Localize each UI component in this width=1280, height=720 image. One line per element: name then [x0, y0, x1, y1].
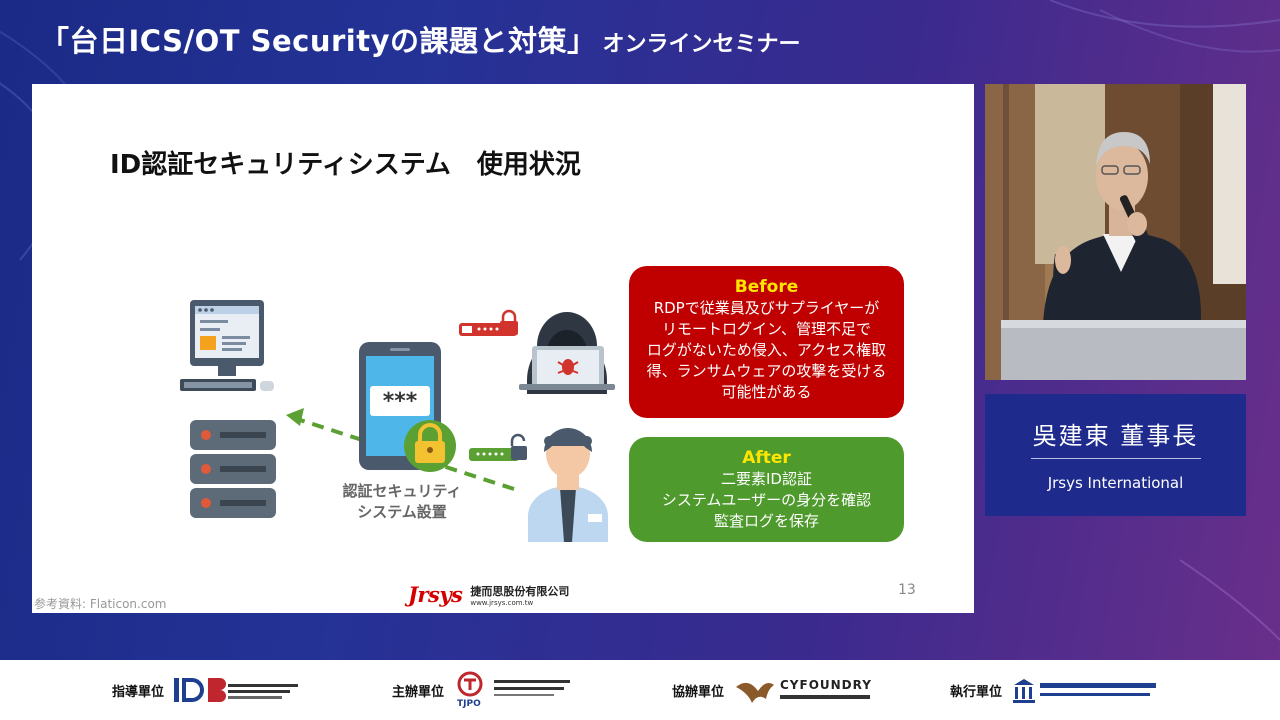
hacker-icon: [519, 312, 615, 394]
smartphone-icon: [359, 342, 441, 470]
desktop-computer-icon: [180, 300, 274, 391]
after-line: システムユーザーの身分を確認: [661, 491, 872, 509]
seminar-title-sub: オンラインセミナー: [602, 32, 801, 57]
jrsys-brand: Jrsys: [408, 582, 463, 607]
slide-illustration: ***: [180, 300, 615, 542]
speaker-name-card: 吳建東 董事長 Jrsys International: [985, 394, 1246, 516]
presentation-slide: ID認証セキュリティシステム 使用状況: [32, 84, 974, 613]
employee-icon: [528, 428, 608, 542]
sponsor-footer: 指導單位 主辦單位 TJPO 協辦單位 CYFOUNDRY: [0, 660, 1280, 720]
after-line: 二要素ID認証: [721, 470, 812, 488]
sponsor-label: 指導單位: [112, 684, 165, 700]
page-number: 13: [898, 582, 916, 598]
lock-icon: [404, 420, 456, 472]
before-line: ログがないため侵入、アクセス権取: [646, 341, 887, 359]
auth-install-label: 認証セキュリティ システム設置: [342, 482, 462, 521]
sponsor-label: 執行單位: [950, 684, 1003, 700]
speaker-name: 吳建東 董事長: [1032, 422, 1199, 450]
before-box: Before RDPで従業員及びサプライヤーが リモートログイン、管理不足で ロ…: [629, 266, 904, 418]
idb-logo: [174, 678, 299, 702]
before-line: 可能性がある: [721, 383, 812, 401]
speaker-video: [985, 84, 1246, 380]
company-name: 捷而思股份有限公司: [470, 584, 570, 598]
speaker-organization: Jrsys International: [1047, 474, 1184, 492]
before-heading: Before: [734, 277, 799, 297]
seminar-title: 「台日ICS/OT Securityの課題と対策」 オンラインセミナー: [40, 18, 801, 64]
sponsor-executor: 執行單位: [950, 660, 1162, 720]
before-line: リモートログイン、管理不足で: [661, 320, 872, 338]
reference-note: 参考資料: Flaticon.com: [34, 597, 167, 611]
sponsor-label: 主辦單位: [392, 684, 445, 700]
sponsor-co-organizer: 協辦單位 CYFOUNDRY: [672, 660, 878, 720]
slide-title: ID認証セキュリティシステム 使用状況: [110, 150, 581, 180]
company-url: www.jrsys.com.tw: [470, 598, 534, 607]
seminar-title-main: 「台日ICS/OT Securityの課題と対策」: [40, 24, 597, 58]
cyfoundry-logo: CYFOUNDRY: [736, 678, 872, 703]
before-line: 得、ランサムウェアの攻撃を受ける: [646, 362, 887, 380]
sponsor-guidance: 指導單位: [112, 660, 302, 720]
after-line: 監査ログを保存: [713, 512, 819, 530]
svg-text:TJPO: TJPO: [457, 699, 481, 709]
before-line: RDPで従業員及びサプライヤーが: [653, 299, 880, 317]
server-icon: [190, 420, 276, 518]
sponsor-label: 協辦單位: [672, 684, 725, 700]
approved-password-icon: [469, 433, 527, 461]
sponsor-organizer: 主辦單位 TJPO: [392, 660, 574, 720]
after-heading: After: [742, 448, 791, 468]
iii-logo: [1013, 679, 1157, 703]
after-box: After 二要素ID認証 システムユーザーの身分を確認 監査ログを保存: [629, 437, 904, 542]
tjpo-logo: TJPO: [457, 671, 571, 709]
blocked-password-icon: [459, 309, 518, 336]
name-divider: [1031, 458, 1201, 459]
jrsys-logo: Jrsys 捷而思股份有限公司 www.jrsys.com.tw: [408, 582, 569, 607]
password-mask: ***: [383, 389, 418, 414]
connection-arrow: [286, 408, 515, 491]
svg-text:CYFOUNDRY: CYFOUNDRY: [780, 678, 872, 692]
